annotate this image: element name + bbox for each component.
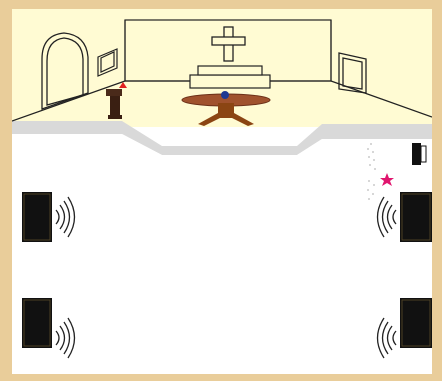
speaker-rear-right[interactable] xyxy=(376,298,433,359)
speaker-rear-left[interactable] xyxy=(22,298,76,359)
floor xyxy=(12,134,432,374)
room-canvas xyxy=(12,9,432,374)
arched-window-icon xyxy=(41,32,89,110)
chapel-illustration xyxy=(12,9,432,374)
sound-waves-icon xyxy=(55,317,76,359)
red-marker[interactable] xyxy=(119,82,127,88)
floor-edge xyxy=(12,121,432,155)
speaker-icon xyxy=(400,298,432,348)
speaker-icon xyxy=(22,298,52,348)
speaker-icon xyxy=(22,192,52,242)
sound-dots xyxy=(367,143,376,200)
star-icon[interactable] xyxy=(380,173,394,186)
cross-icon xyxy=(211,26,246,62)
speaker-icon xyxy=(400,192,432,242)
altar-steps xyxy=(189,65,271,89)
lectern-icon xyxy=(106,89,122,119)
speaker-front-right[interactable] xyxy=(376,192,433,242)
blue-marker[interactable] xyxy=(221,91,229,99)
table-icon xyxy=(181,93,271,126)
door-speaker-icon[interactable] xyxy=(412,143,427,165)
speaker-front-left[interactable] xyxy=(22,192,76,242)
small-window-icon xyxy=(97,48,118,77)
sound-waves-icon xyxy=(55,196,76,238)
sound-waves-icon xyxy=(376,196,397,238)
door-icon xyxy=(338,52,367,94)
sound-waves-icon xyxy=(376,317,397,359)
